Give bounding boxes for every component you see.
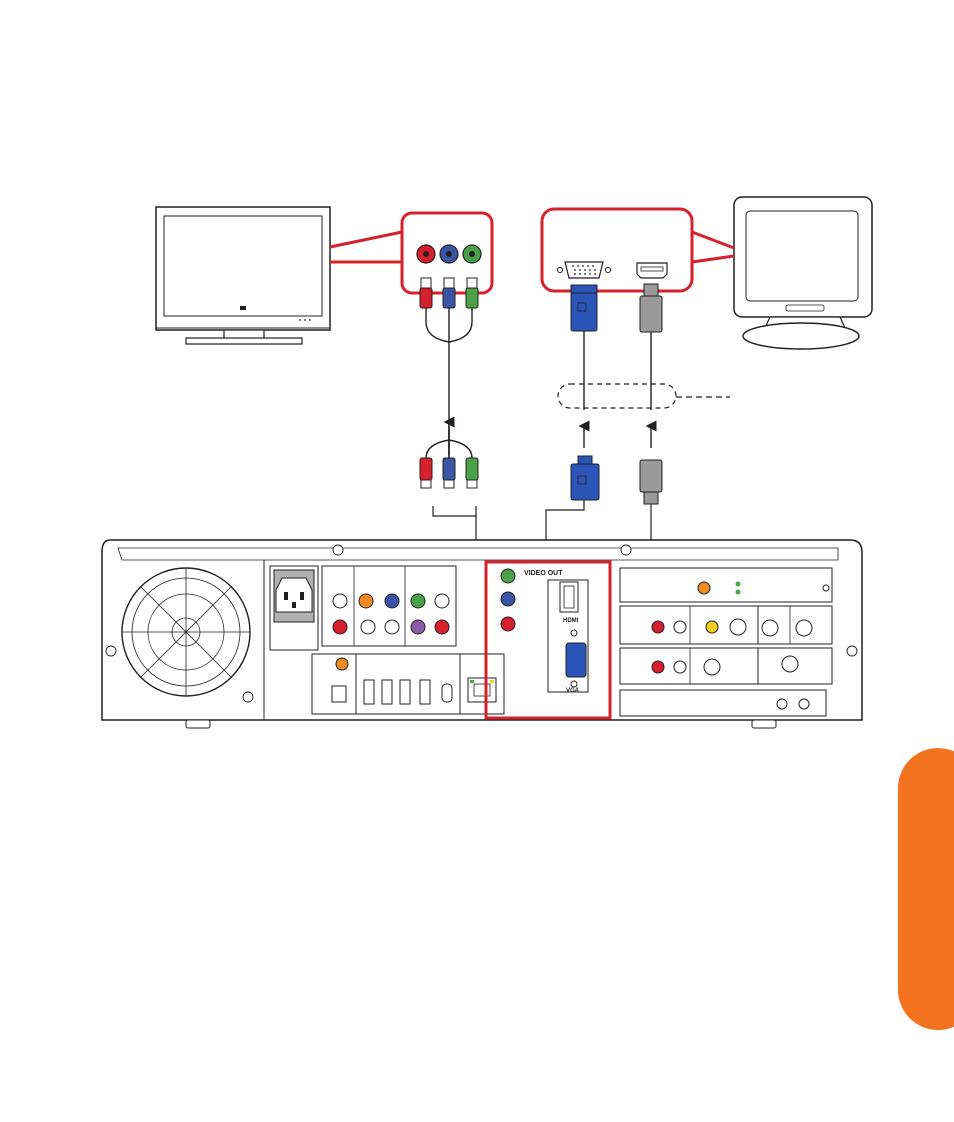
vga-label: VGA <box>566 688 580 694</box>
vga-port-icon <box>565 262 603 278</box>
crt-monitor-icon <box>734 197 872 349</box>
hdmi-label: HDMI <box>563 618 579 624</box>
video-out-label: VIDEO OUT <box>524 570 563 577</box>
flat-tv-icon <box>156 207 330 344</box>
hdmi-port-icon <box>637 263 667 278</box>
pc-rear-panel-icon: VIDEO OUT HDMI VGA <box>102 540 862 728</box>
section-tab <box>898 748 954 1030</box>
vga-hdmi-callout <box>542 209 734 291</box>
fan-grille-icon <box>122 568 250 696</box>
